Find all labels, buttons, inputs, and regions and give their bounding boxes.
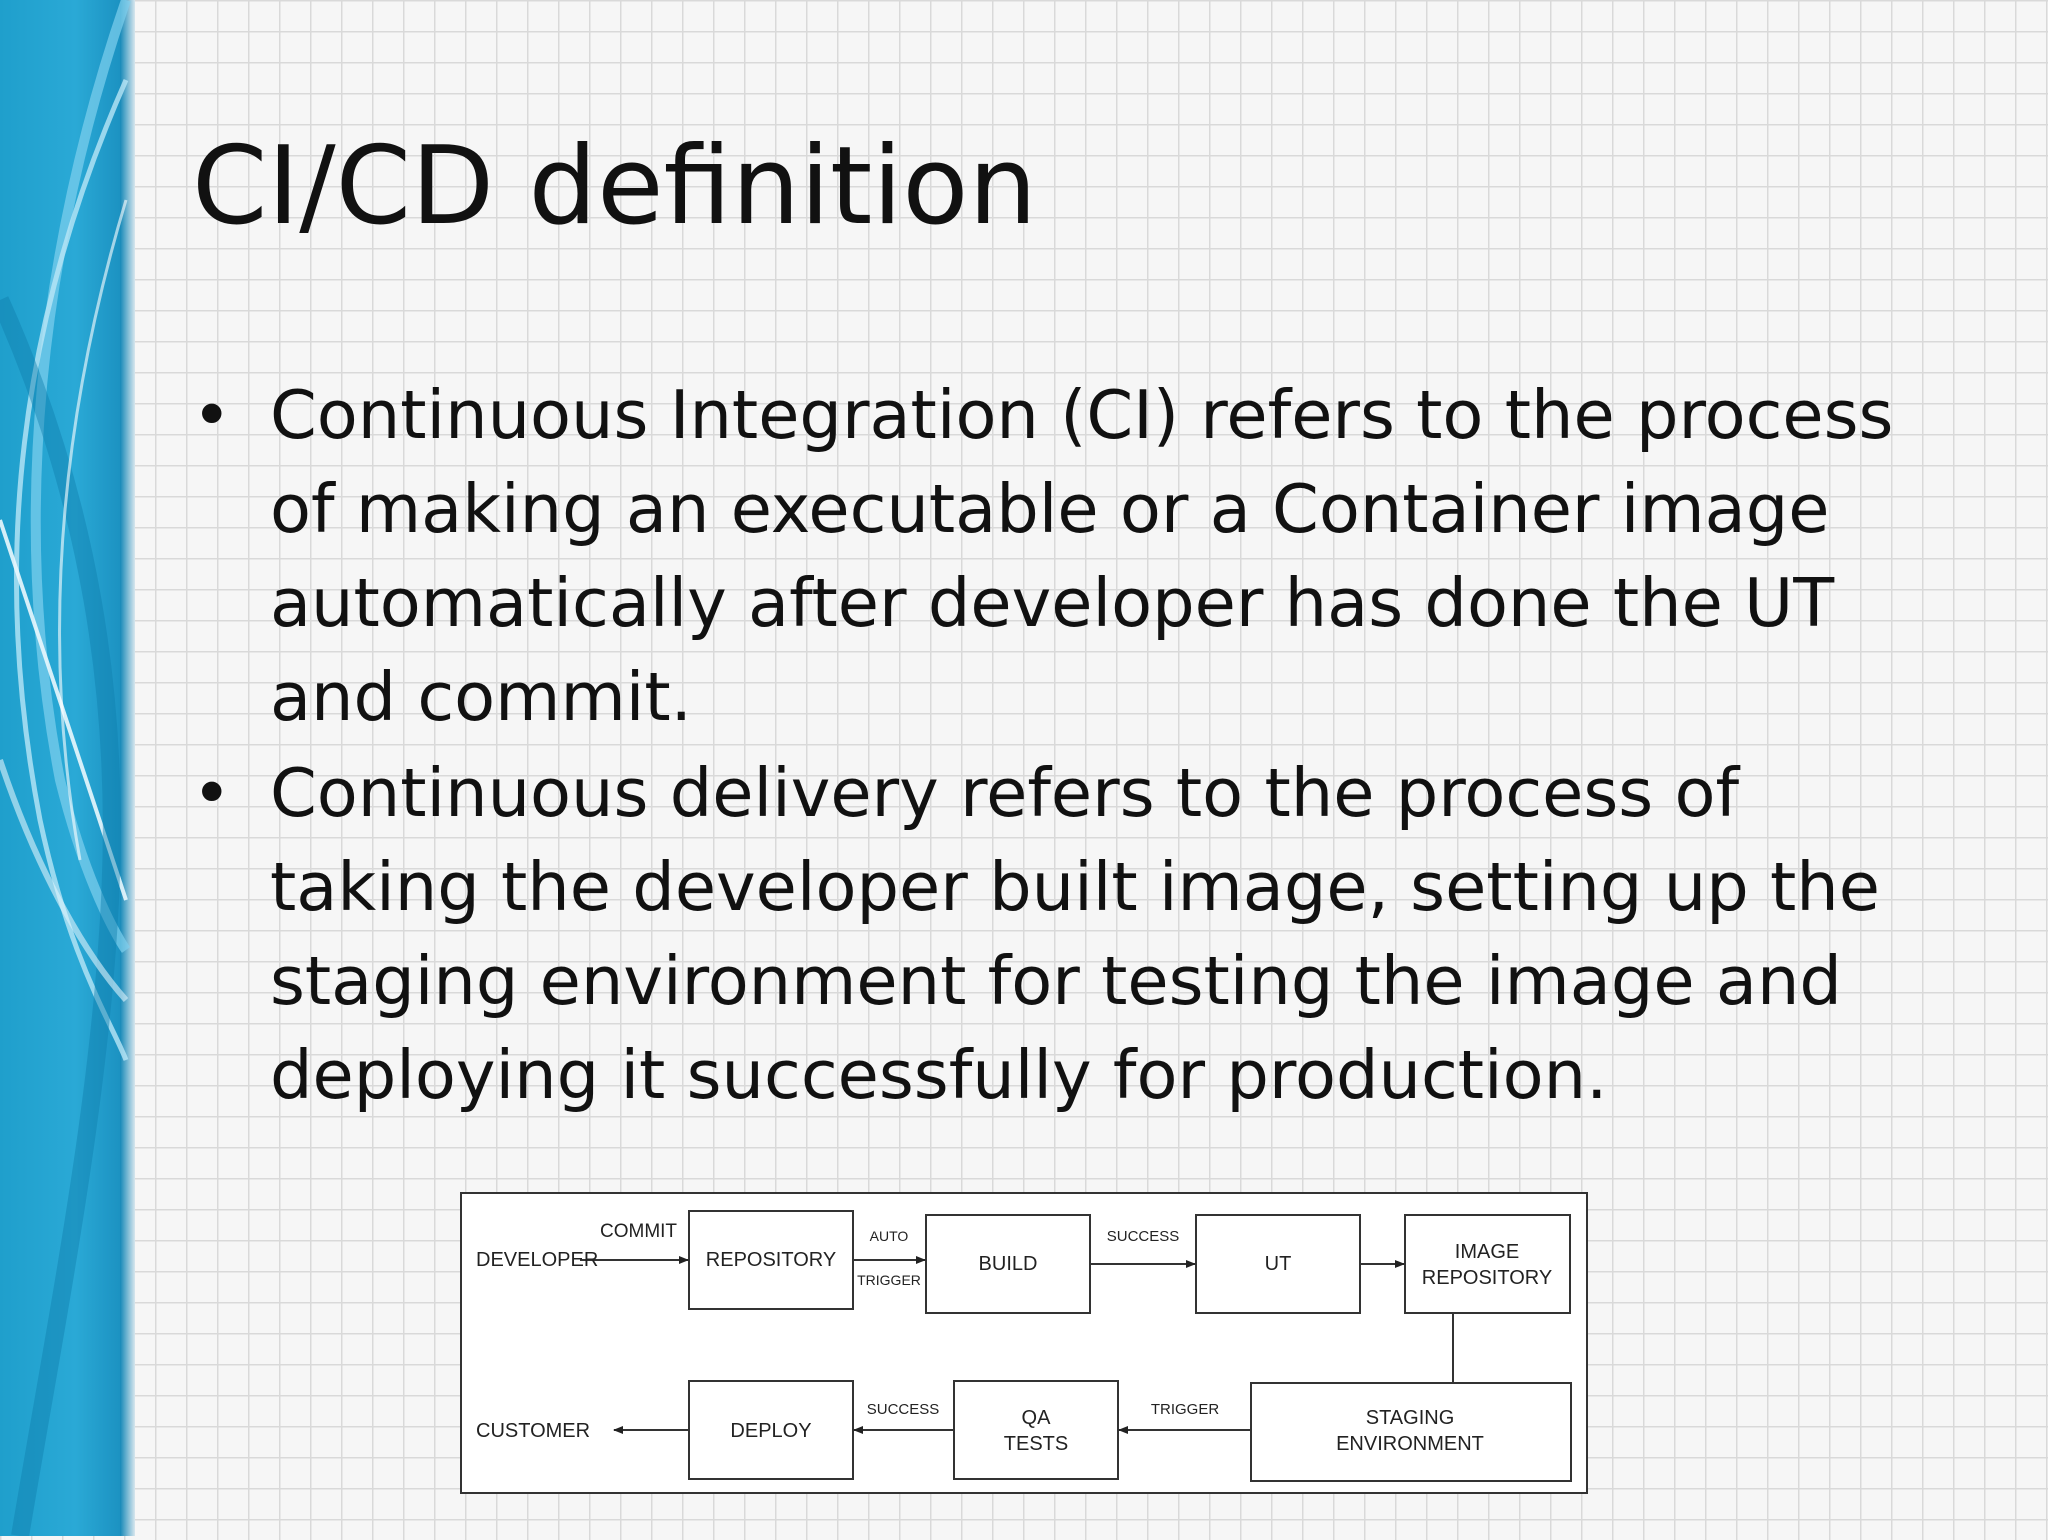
bullet-text: Continuous delivery refers to the proces… [270, 754, 1880, 1114]
image-repository-box [1404, 1214, 1571, 1314]
node-image-repository-line1: IMAGE [1455, 1241, 1519, 1263]
ut-box [1195, 1214, 1361, 1314]
decorative-sidebar [0, 0, 135, 1538]
slide-title: CI/CD definition [192, 124, 1037, 249]
deploy-box [688, 1380, 854, 1480]
edge-label-success-lower: SUCCESS [867, 1401, 940, 1418]
bullet-list: • Continuous Integration (CI) refers to … [190, 368, 1930, 1122]
node-qa-line1: QA [1022, 1407, 1052, 1429]
node-image-repository-line2: REPOSITORY [1422, 1267, 1552, 1289]
node-customer: CUSTOMER [476, 1420, 590, 1442]
edge-label-success-upper: SUCCESS [1107, 1228, 1180, 1245]
edge-label-auto: AUTO [870, 1228, 909, 1244]
staging-environment-box [1250, 1382, 1572, 1482]
build-box [925, 1214, 1091, 1314]
edge-label-trigger-lower: TRIGGER [1151, 1401, 1220, 1418]
edge-label-commit: COMMIT [600, 1221, 677, 1242]
node-build: BUILD [979, 1253, 1038, 1275]
cicd-pipeline-diagram: DEVELOPER REPOSITORY BUILD UT IMAGE REPO… [460, 1192, 1588, 1496]
node-staging-line2: ENVIRONMENT [1336, 1433, 1484, 1455]
node-staging-line1: STAGING [1366, 1407, 1455, 1429]
node-deploy: DEPLOY [730, 1420, 811, 1442]
node-qa-line2: TESTS [1004, 1433, 1068, 1455]
edge-label-trigger-upper: TRIGGER [857, 1272, 921, 1288]
bullet-item: • Continuous Integration (CI) refers to … [190, 368, 1930, 744]
bullet-marker: • [192, 754, 232, 832]
node-ut: UT [1265, 1253, 1292, 1275]
bullet-marker: • [192, 376, 232, 454]
repository-box [688, 1210, 854, 1310]
bullet-item: • Continuous delivery refers to the proc… [190, 746, 1930, 1122]
node-repository: REPOSITORY [706, 1249, 836, 1271]
qa-tests-box [953, 1380, 1119, 1480]
bullet-text: Continuous Integration (CI) refers to th… [270, 376, 1894, 736]
node-developer: DEVELOPER [476, 1249, 598, 1271]
